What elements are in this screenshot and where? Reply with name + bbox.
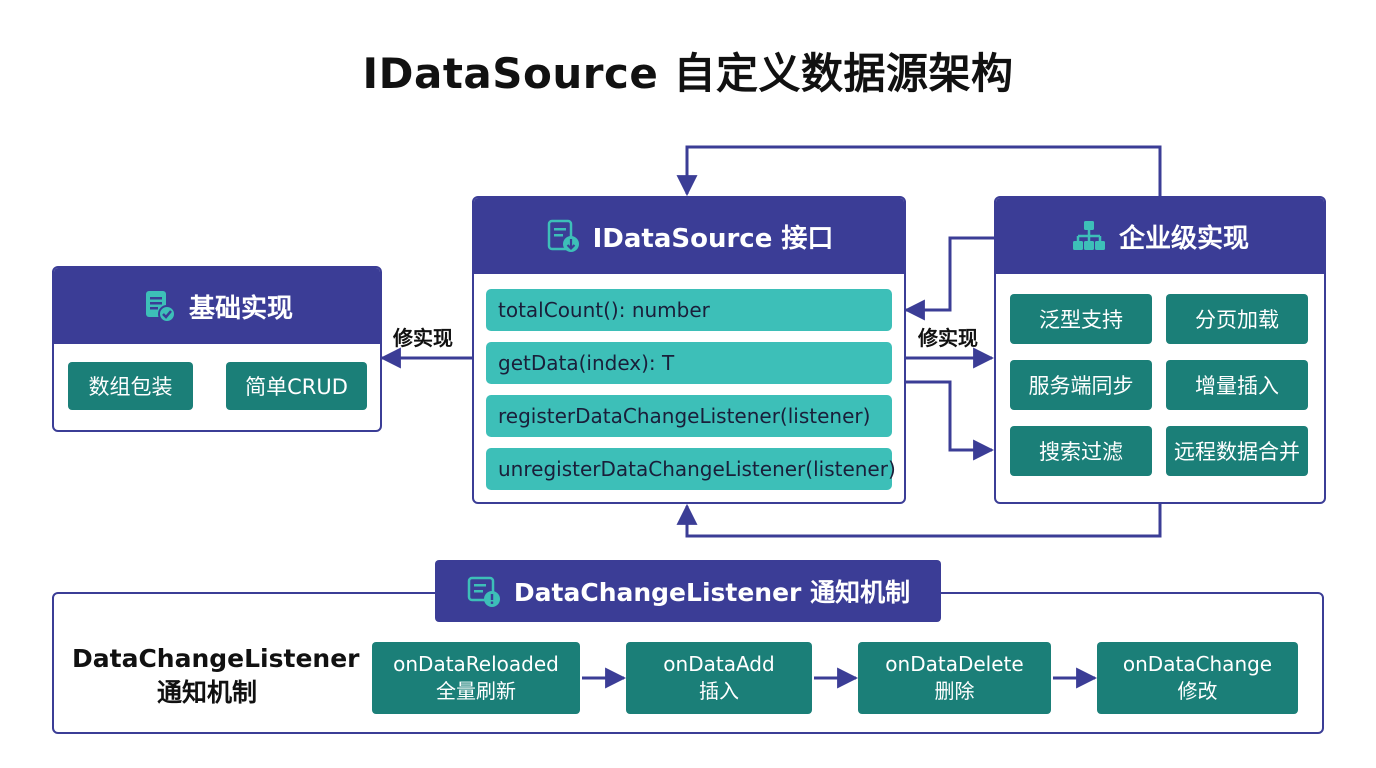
step-on-data-change: onDataChange 修改 bbox=[1097, 642, 1298, 714]
feature-incremental-insert: 增量插入 bbox=[1166, 360, 1308, 410]
step-name: onDataReloaded bbox=[393, 652, 559, 676]
basic-title: 基础实现 bbox=[188, 293, 293, 324]
step-on-data-add: onDataAdd 插入 bbox=[626, 642, 812, 714]
page-title: IDataSource 自定义数据源架构 bbox=[362, 49, 1014, 98]
feature-search-filter: 搜索过滤 bbox=[1010, 426, 1152, 476]
document-check-icon bbox=[141, 288, 177, 324]
bottom-loop-arrow bbox=[676, 503, 1162, 538]
step-desc: 插入 bbox=[699, 679, 739, 703]
top-loop-arrow bbox=[676, 145, 1162, 197]
feature-generics: 泛型支持 bbox=[1010, 294, 1152, 344]
listener-side-title: DataChangeListener 通知机制 bbox=[72, 642, 360, 710]
step-desc: 修改 bbox=[1177, 679, 1218, 703]
step-desc: 全量刷新 bbox=[436, 679, 516, 703]
enterprise-header: 企业级实现 bbox=[996, 198, 1324, 274]
basic-implementation-box: 基础实现 数组包装 简单CRUD bbox=[52, 266, 382, 432]
feature-remote-merge: 远程数据合并 bbox=[1166, 426, 1308, 476]
basic-item-simple-crud: 简单CRUD bbox=[226, 362, 367, 410]
right-edge-label: 修实现 bbox=[918, 326, 978, 350]
enterprise-implementation-box: 企业级实现 泛型支持 分页加载 服务端同步 增量插入 搜索过滤 远程数据合并 bbox=[994, 196, 1326, 504]
document-download-icon bbox=[545, 218, 581, 254]
listener-side-line1: DataChangeListener bbox=[72, 644, 360, 673]
listener-header: DataChangeListener 通知机制 bbox=[435, 560, 941, 622]
step-desc: 删除 bbox=[934, 679, 975, 703]
step-on-data-reloaded: onDataReloaded 全量刷新 bbox=[372, 642, 580, 714]
interface-box: IDataSource 接口 totalCount(): number getD… bbox=[472, 196, 906, 504]
enterprise-title: 企业级实现 bbox=[1118, 223, 1249, 254]
feature-pagination: 分页加载 bbox=[1166, 294, 1308, 344]
interface-title: IDataSource 接口 bbox=[592, 223, 834, 254]
method-total-count: totalCount(): number bbox=[486, 289, 892, 331]
step-name: onDataChange bbox=[1122, 652, 1273, 676]
method-unregister-listener: unregisterDataChangeListener(listener) bbox=[486, 448, 896, 490]
method-get-data: getData(index): T bbox=[486, 342, 892, 384]
basic-header: 基础实现 bbox=[54, 268, 380, 344]
listener-side-line2: 通知机制 bbox=[156, 678, 257, 707]
method-register-listener: registerDataChangeListener(listener) bbox=[486, 395, 892, 437]
left-edge-label: 修实现 bbox=[393, 326, 453, 350]
basic-item-array-wrap: 数组包装 bbox=[68, 362, 193, 410]
step-on-data-delete: onDataDelete 删除 bbox=[858, 642, 1051, 714]
enterprise-to-interface-arrow bbox=[903, 236, 994, 321]
step-name: onDataAdd bbox=[663, 652, 775, 676]
feature-server-sync: 服务端同步 bbox=[1010, 360, 1152, 410]
interface-to-enterprise-lower-arrow bbox=[906, 380, 995, 461]
listener-header-title: DataChangeListener 通知机制 bbox=[513, 578, 911, 607]
step-name: onDataDelete bbox=[885, 652, 1024, 676]
document-alert-icon bbox=[466, 573, 502, 609]
hierarchy-icon bbox=[1071, 218, 1107, 254]
interface-header: IDataSource 接口 bbox=[474, 198, 904, 274]
